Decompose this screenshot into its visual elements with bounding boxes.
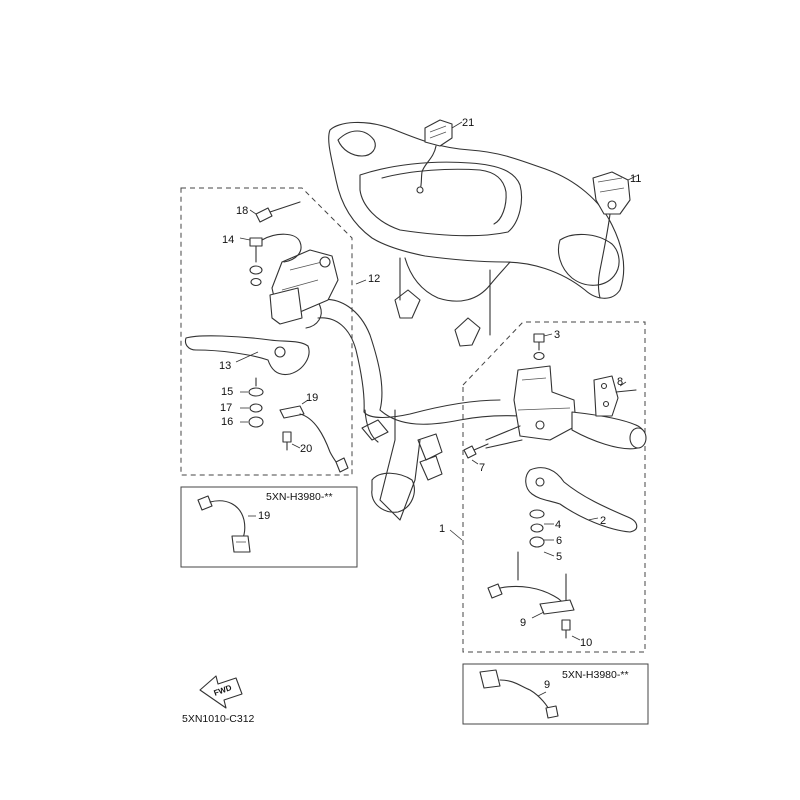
callout-15: 15 bbox=[221, 386, 233, 398]
part-10-screw bbox=[561, 619, 571, 639]
callout-19-inset: 19 bbox=[258, 510, 270, 522]
part-14-bolt bbox=[249, 237, 263, 287]
right-lever-holder bbox=[485, 365, 647, 450]
handlebar-cover bbox=[328, 121, 625, 347]
callout-10: 10 bbox=[580, 637, 592, 649]
inset-right-code: 5XN-H3980-** bbox=[562, 669, 629, 681]
inset-left-box bbox=[180, 486, 358, 568]
callout-20: 20 bbox=[300, 443, 312, 455]
callout-4: 4 bbox=[555, 519, 561, 531]
inset-right-switch bbox=[479, 669, 559, 719]
right-washer-stack bbox=[529, 509, 545, 548]
part-19-left-stop-switch bbox=[279, 405, 349, 473]
part-2-lever bbox=[525, 467, 638, 533]
callout-18: 18 bbox=[236, 205, 248, 217]
callout-6: 6 bbox=[556, 535, 562, 547]
callout-21: 21 bbox=[462, 117, 474, 129]
right-assembly-outline bbox=[462, 321, 646, 653]
part-12-handlebar bbox=[289, 293, 521, 521]
part-20-screw bbox=[282, 431, 292, 451]
part-3-bolt bbox=[533, 333, 545, 361]
part-8-bracket bbox=[593, 375, 637, 417]
part-13-lever bbox=[184, 335, 310, 376]
callout-8: 8 bbox=[617, 376, 623, 388]
callout-11: 11 bbox=[630, 173, 641, 185]
callout-9: 9 bbox=[520, 617, 526, 629]
callout-3: 3 bbox=[554, 329, 560, 341]
part-7-screw bbox=[463, 443, 489, 459]
part-11-switch bbox=[592, 171, 631, 299]
callout-1: 1 bbox=[439, 523, 445, 535]
callout-16: 16 bbox=[221, 416, 233, 428]
part-18-screw bbox=[255, 201, 301, 223]
left-assembly-outline bbox=[180, 187, 353, 476]
callout-12: 12 bbox=[368, 273, 380, 285]
inset-left-switch bbox=[197, 495, 251, 553]
callout-14: 14 bbox=[222, 234, 234, 246]
callout-17: 17 bbox=[220, 402, 232, 414]
inset-right-box bbox=[462, 663, 649, 725]
inset-left-code: 5XN-H3980-** bbox=[266, 491, 333, 503]
callout-13: 13 bbox=[219, 360, 231, 372]
left-washer-stack bbox=[248, 377, 264, 428]
fwd-arrow-icon: FWD bbox=[199, 675, 243, 709]
callout-2: 2 bbox=[600, 515, 606, 527]
part-9-right-stop-switch bbox=[487, 551, 575, 615]
callout-7: 7 bbox=[479, 462, 485, 474]
callout-19: 19 bbox=[306, 392, 318, 404]
diagram-code: 5XN1010-C312 bbox=[182, 713, 255, 725]
part-21-meter-connector bbox=[416, 119, 453, 194]
callout-9-inset: 9 bbox=[544, 679, 550, 691]
callout-5: 5 bbox=[556, 551, 562, 563]
left-lever-holder bbox=[261, 233, 339, 325]
